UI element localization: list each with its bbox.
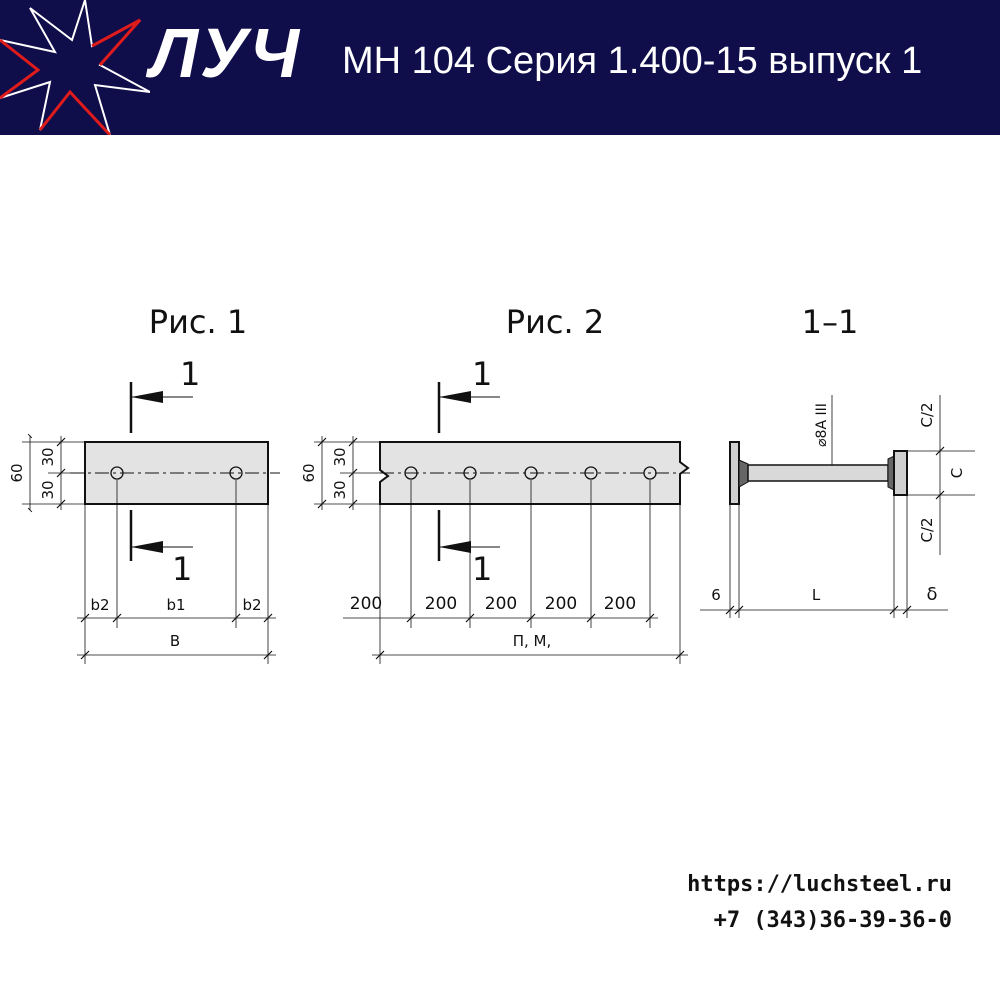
fig2-dim-spacing-2: 200: [425, 594, 457, 614]
hole-2b: [463, 466, 477, 480]
fig2-dim-bottom: 30: [331, 480, 349, 499]
figure-2-title: Рис. 2: [506, 303, 604, 341]
section-mark-2-top: 1: [472, 355, 492, 393]
fig1-dim-top: 30: [39, 447, 57, 466]
left-plate: [729, 441, 740, 505]
fig2-dim-spacing-5: 200: [604, 594, 636, 614]
fig2-dim-height: 60: [300, 463, 318, 482]
fig1-dim-total: В: [170, 632, 180, 650]
page-title: МН 104 Серия 1.400-15 выпуск 1: [342, 40, 923, 82]
dim-thickness: δ: [926, 584, 937, 605]
website-link[interactable]: https://luchsteel.ru: [687, 872, 952, 897]
fig1-dim-b2-right: b2: [242, 596, 261, 614]
section-mark-1-bottom: 1: [172, 550, 192, 588]
fig2-dim-spacing-3: 200: [485, 594, 517, 614]
section-title: 1–1: [802, 303, 859, 341]
fig2-dim-top: 30: [331, 447, 349, 466]
fig1-dim-height: 60: [8, 463, 26, 482]
brand-logo-text: ЛУЧ: [150, 14, 302, 92]
hole-2d: [584, 466, 598, 480]
dim-length: L: [812, 586, 821, 604]
dim-weld-leg: 6: [711, 586, 721, 604]
fig2-dim-total: П, М,: [513, 632, 552, 650]
hole-1b: [229, 466, 243, 480]
figure-2: Рис. 2 1 1 60 30 30: [300, 303, 690, 664]
figure-1: Рис. 1 1 1 60 30 30 b2 b1 b2: [8, 303, 280, 664]
section-mark-2-bottom: 1: [472, 550, 492, 588]
fig1-dim-b2-left: b2: [90, 596, 109, 614]
hole-1a: [110, 466, 124, 480]
section-mark-1-top: 1: [180, 355, 200, 393]
spark-logo-icon: [0, 0, 150, 135]
hole-2c: [524, 466, 538, 480]
section-1-1: 1–1 ⌀8А III С/2 С С/2 6 L δ: [700, 303, 975, 618]
fig1-dim-b1: b1: [166, 596, 185, 614]
anchor-rod: [747, 464, 889, 482]
fig1-dim-bottom: 30: [39, 480, 57, 499]
figure-1-title: Рис. 1: [149, 303, 247, 341]
phone-number[interactable]: +7 (343)36-39-36-0: [713, 908, 952, 933]
right-plate: [893, 450, 908, 496]
rod-label: ⌀8А III: [814, 403, 830, 447]
dim-c-half-bottom: С/2: [918, 517, 936, 542]
header-banner: ЛУЧ МН 104 Серия 1.400-15 выпуск 1: [0, 0, 1000, 135]
hole-2e: [643, 466, 657, 480]
hole-2a: [404, 466, 418, 480]
dim-c-half-top: С/2: [918, 402, 936, 427]
fig2-dim-spacing-1: 200: [350, 594, 382, 614]
dim-c: С: [948, 468, 966, 478]
fig2-dim-spacing-4: 200: [545, 594, 577, 614]
